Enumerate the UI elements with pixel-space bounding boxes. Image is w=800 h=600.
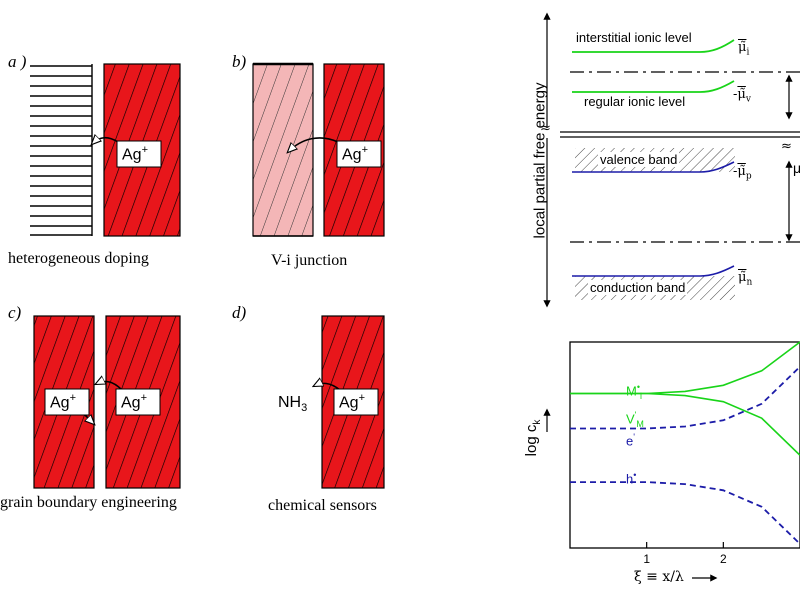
gas-label: NH3 (278, 394, 308, 415)
ion-arrow-in (96, 382, 123, 391)
series-line-3 (570, 481, 800, 545)
valence-band-edge (572, 161, 735, 173)
mu-n-label: μ̃n (738, 270, 753, 288)
energy-axis-label: local partial free energy (531, 82, 549, 239)
ion-box (336, 140, 382, 168)
ion-box-left (44, 388, 90, 416)
panel-d (314, 315, 385, 489)
mu-p-label: -μ̃p (733, 164, 752, 182)
panel-c (33, 315, 181, 489)
ion-label-d: Ag+ (339, 392, 366, 412)
panel-a (30, 63, 181, 237)
interstitial-level-label: interstitial ionic level (576, 30, 692, 45)
ion-arrow (92, 138, 119, 144)
valence-band-label: valence band (598, 152, 680, 167)
x-tick-label: 2 (720, 552, 727, 566)
ion-label-c-right: Ag+ (121, 392, 148, 412)
chart-xlabel: ξ ≡ x/λ (634, 569, 684, 585)
regular-level-label: regular ionic level (584, 94, 686, 109)
caption-d: chemical sensors (268, 497, 377, 514)
panel-a-tag: a ) (8, 52, 27, 71)
series-label-1: V'M (626, 410, 644, 429)
series-line-2 (570, 366, 800, 430)
panel-d-tag: d) (232, 303, 247, 322)
ion-arrow (314, 383, 341, 391)
caption-c: grain boundary engineering (0, 494, 177, 511)
chart-ylabel: log ck (523, 419, 543, 457)
panel-b (252, 62, 385, 237)
plot-frame (569, 341, 800, 549)
ion-label-a: Ag+ (122, 144, 149, 164)
regular-level (572, 80, 735, 93)
mu-i-label: μ̃i (738, 40, 750, 58)
panel-b-tag: b) (232, 52, 247, 71)
caption-a: heterogeneous doping (8, 250, 149, 267)
svg-text:≈: ≈ (781, 139, 792, 154)
series-line-0 (570, 341, 800, 395)
mu-v-label: -μ̃v (733, 87, 751, 105)
x-tick-label: 1 (643, 552, 650, 566)
conduction-band-edge (572, 265, 735, 277)
panel-c-tag: c) (8, 303, 22, 322)
series-lines (570, 341, 800, 545)
svg-text:≈: ≈ (540, 121, 551, 136)
ion-label-c-left: Ag+ (50, 392, 77, 412)
conduction-band-label: conduction band (588, 280, 688, 295)
ion-label-b: Ag+ (342, 144, 369, 164)
pink-crystal (252, 63, 314, 237)
series-line-1 (570, 392, 800, 456)
ion-box (333, 388, 379, 416)
ion-box (116, 140, 162, 168)
ion-arrow (288, 137, 339, 152)
interstitial-level (572, 39, 735, 53)
ion-box-right (115, 388, 161, 416)
series-label-2: e' (626, 432, 635, 449)
mu-right-label: μ (793, 160, 800, 176)
series-label-3: h• (626, 470, 637, 487)
series-label-0: M•i (626, 382, 642, 401)
striped-layer (30, 64, 93, 236)
caption-b: V-i junction (271, 252, 348, 269)
